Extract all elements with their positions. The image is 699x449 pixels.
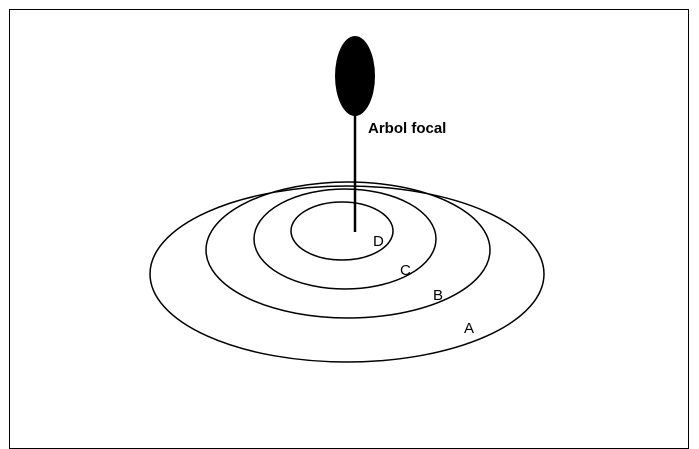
ring-a xyxy=(149,185,545,363)
ring-d xyxy=(290,201,394,261)
focal-tree-diagram: Arbol focal D C B A xyxy=(149,36,545,363)
ring-c xyxy=(253,188,437,290)
ring-label-d: D xyxy=(373,233,384,250)
focal-tree-label: Arbol focal xyxy=(368,120,446,137)
ring-b xyxy=(205,181,491,319)
ring-label-c: C xyxy=(400,262,411,279)
ring-label-a: A xyxy=(464,320,474,337)
tree-icon xyxy=(335,36,375,232)
tree-crown xyxy=(335,36,375,116)
ring-label-b: B xyxy=(433,287,443,304)
